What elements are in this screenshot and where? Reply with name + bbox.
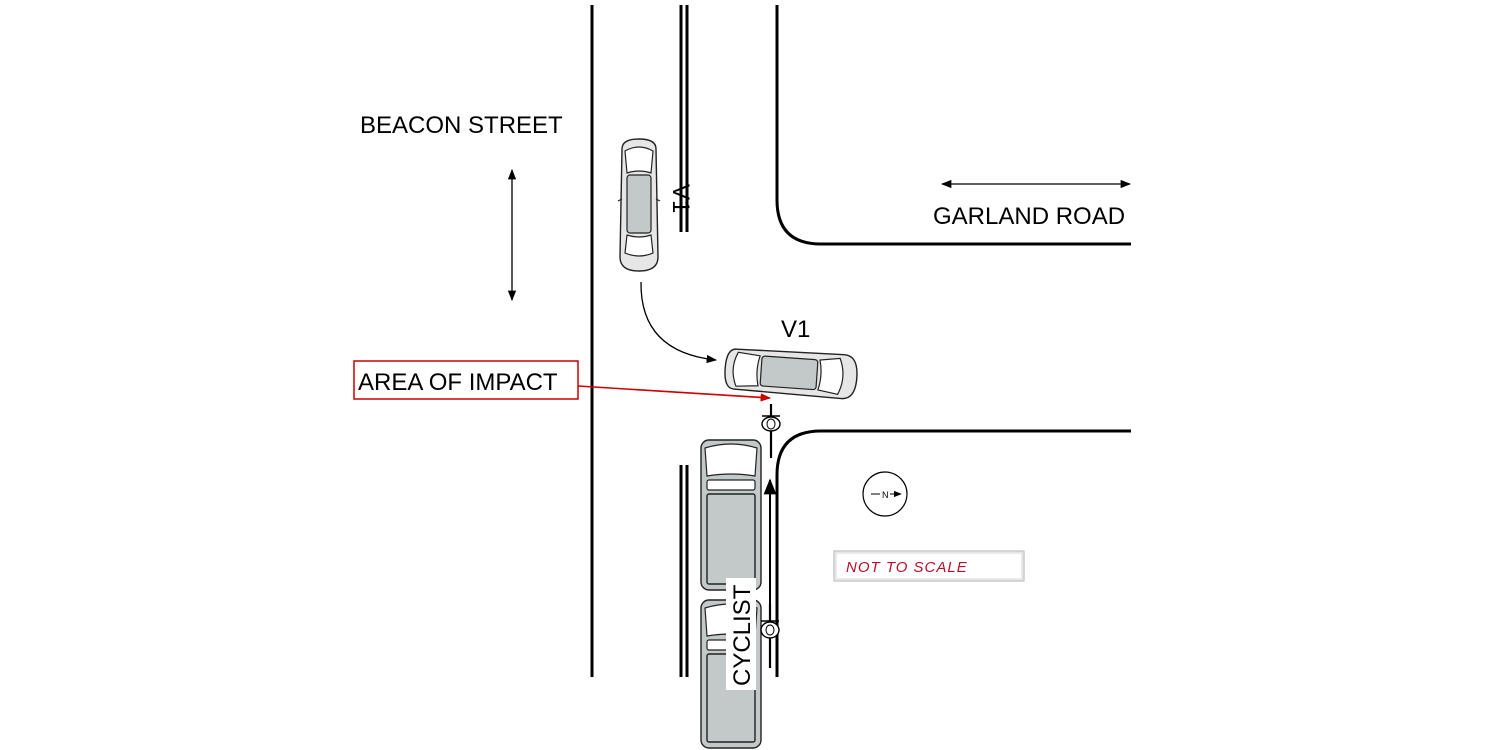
v1-turning-label: V1: [781, 316, 810, 343]
vehicle-v1-turning: [724, 348, 858, 400]
not-to-scale-badge: NOT TO SCALE: [833, 550, 1025, 582]
cyclist-start-icon: [760, 604, 780, 668]
v1-path-arrow: [640, 281, 718, 364]
area-of-impact-label: AREA OF IMPACT: [358, 369, 558, 396]
roadway: [590, 5, 1131, 677]
vehicle-v1-parked: [617, 138, 661, 272]
garland-south-curb: [775, 429, 1131, 677]
area-of-impact-box: [353, 360, 579, 400]
cyclist-at-impact-icon: [761, 404, 781, 458]
cyclist-label: CYCLIST: [729, 584, 756, 686]
impact-pointer-arrow: [577, 385, 772, 402]
garland-north-curb: [775, 5, 1131, 246]
beacon-street-label: BEACON STREET: [360, 112, 563, 139]
north-label: N: [882, 490, 889, 500]
garland-road-label: GARLAND ROAD: [933, 203, 1125, 230]
v1-parked-label: V1: [667, 184, 694, 213]
north-arrow-icon: N: [862, 471, 908, 517]
cyclist-label-bg: [726, 578, 756, 690]
not-to-scale-label: NOT TO SCALE: [846, 559, 968, 576]
parked-truck-1: [700, 439, 762, 591]
